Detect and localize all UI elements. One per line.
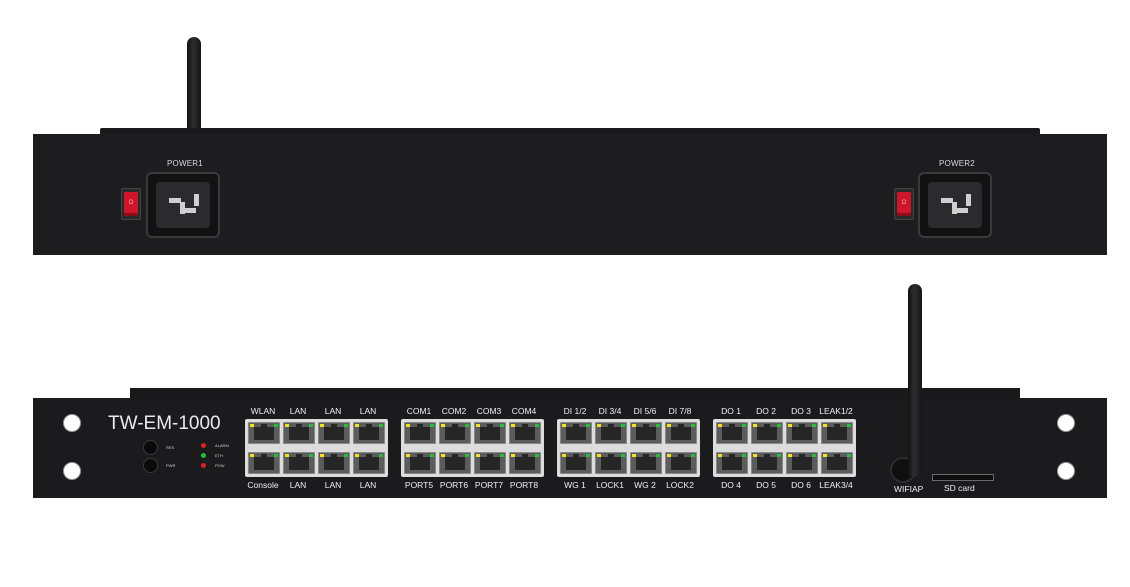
rj45-port-icon[interactable]	[474, 422, 506, 444]
rj45-port-icon[interactable]	[318, 422, 350, 444]
alarm-status-led-icon	[201, 443, 206, 448]
port-label-bottom: LOCK2	[666, 480, 694, 490]
rj45-port-icon[interactable]	[821, 452, 853, 474]
rj45-port-icon[interactable]	[283, 422, 315, 444]
alarm-led-label: ALARM	[215, 443, 229, 448]
port-label-top: DI 7/8	[668, 406, 692, 416]
rj45-port-icon[interactable]	[595, 452, 627, 474]
rj45-port-icon[interactable]	[630, 422, 662, 444]
rj45-port-icon[interactable]	[786, 422, 818, 444]
port-group	[557, 419, 700, 477]
port-label-bottom: DO 5	[756, 480, 776, 490]
port-label-bottom: PORT7	[474, 480, 504, 490]
port-label-bottom: WG 1	[564, 480, 586, 490]
rj45-port-icon[interactable]	[595, 422, 627, 444]
rj45-port-icon[interactable]	[248, 452, 280, 474]
rj45-port-icon[interactable]	[716, 452, 748, 474]
port-label-top: DO 1	[721, 406, 741, 416]
rj45-port-icon[interactable]	[665, 452, 697, 474]
rj45-port-icon[interactable]	[560, 452, 592, 474]
port-label-bottom: Console	[247, 480, 279, 490]
power1-rocker-switch-icon[interactable]: O	[121, 188, 141, 220]
port-label-top: DO 2	[756, 406, 776, 416]
port-label-top: LAN	[289, 406, 307, 416]
rj45-port-icon[interactable]	[751, 452, 783, 474]
port-label-bottom: LAN	[324, 480, 342, 490]
front-panel-top-edge	[130, 388, 1020, 400]
port-label-bottom: LAN	[359, 480, 377, 490]
port-label-bottom: WG 2	[634, 480, 656, 490]
reset-button[interactable]	[143, 440, 158, 455]
sd-card-label: SD card	[944, 483, 975, 493]
mounting-hole-icon	[63, 462, 81, 480]
rear-panel: POWER1 POWER2 O O	[33, 134, 1107, 255]
eth-status-led-icon	[201, 453, 206, 458]
port-label-bottom: LEAK3/4	[819, 480, 853, 490]
rj45-port-icon[interactable]	[404, 452, 436, 474]
power2-label: POWER2	[939, 159, 975, 168]
port-label-top: LAN	[359, 406, 377, 416]
power-button-label: PWR	[166, 463, 176, 468]
port-label-bottom: DO 6	[791, 480, 811, 490]
power2-rocker-switch-icon[interactable]: O	[894, 188, 914, 220]
power1-iec-power-inlet-icon[interactable]	[146, 172, 220, 238]
rj45-port-icon[interactable]	[751, 422, 783, 444]
port-label-top: LAN	[324, 406, 342, 416]
eth-led-label: ETH	[215, 453, 223, 458]
port-label-top: COM3	[476, 406, 502, 416]
rj45-port-icon[interactable]	[353, 452, 385, 474]
model-name: TW-EM-1000	[108, 413, 221, 434]
port-label-bottom: LAN	[289, 480, 307, 490]
port-label-top: WLAN	[250, 406, 276, 416]
port-label-top: COM2	[441, 406, 467, 416]
rj45-port-icon[interactable]	[283, 452, 315, 474]
port-label-top: DI 3/4	[598, 406, 622, 416]
sd-card-slot[interactable]	[932, 474, 994, 481]
mounting-hole-icon	[63, 414, 81, 432]
rj45-port-icon[interactable]	[560, 422, 592, 444]
port-label-top: DI 1/2	[563, 406, 587, 416]
port-group	[713, 419, 856, 477]
rj45-port-icon[interactable]	[439, 422, 471, 444]
rj45-port-icon[interactable]	[665, 422, 697, 444]
rj45-port-icon[interactable]	[821, 422, 853, 444]
rj45-port-icon[interactable]	[404, 422, 436, 444]
wifi-ap-label: WIFIAP	[894, 484, 924, 494]
rj45-port-icon[interactable]	[353, 422, 385, 444]
port-label-top: COM1	[406, 406, 432, 416]
power1-label: POWER1	[167, 159, 203, 168]
port-label-top: LEAK1/2	[819, 406, 853, 416]
rj45-port-icon[interactable]	[439, 452, 471, 474]
port-label-top: DI 5/6	[633, 406, 657, 416]
rj45-port-icon[interactable]	[474, 452, 506, 474]
port-label-bottom: PORT5	[404, 480, 434, 490]
port-group	[401, 419, 544, 477]
port-label-bottom: PORT8	[509, 480, 539, 490]
rear-panel-top-lip	[100, 128, 1040, 136]
rj45-port-icon[interactable]	[509, 422, 541, 444]
rj45-port-icon[interactable]	[716, 422, 748, 444]
reset-button-label: RES	[166, 445, 175, 450]
rj45-port-icon[interactable]	[630, 452, 662, 474]
port-group	[245, 419, 388, 477]
port-label-top: DO 3	[791, 406, 811, 416]
power-button[interactable]	[143, 458, 158, 473]
rear-antenna	[187, 37, 201, 132]
mounting-hole-icon	[1057, 414, 1075, 432]
port-label-bottom: LOCK1	[596, 480, 624, 490]
pow-status-led-icon	[201, 463, 206, 468]
port-label-bottom: PORT6	[439, 480, 469, 490]
port-label-top: COM4	[511, 406, 537, 416]
port-label-bottom: DO 4	[721, 480, 741, 490]
front-antenna-icon[interactable]	[908, 284, 922, 476]
power2-iec-power-inlet-icon[interactable]	[918, 172, 992, 238]
pow-led-label: POW	[215, 463, 225, 468]
mounting-hole-icon	[1057, 462, 1075, 480]
rj45-port-icon[interactable]	[248, 422, 280, 444]
rj45-port-icon[interactable]	[318, 452, 350, 474]
rj45-port-icon[interactable]	[509, 452, 541, 474]
rj45-port-icon[interactable]	[786, 452, 818, 474]
